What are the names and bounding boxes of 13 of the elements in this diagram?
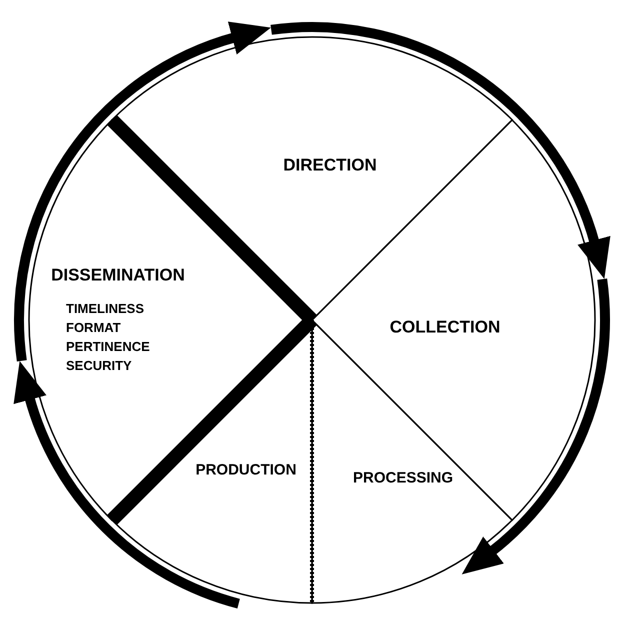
cycle-arrow (463, 278, 610, 576)
sector-title: DISSEMINATION (51, 266, 185, 284)
sector-title: PRODUCTION (196, 462, 296, 478)
criterion-item: TIMELINESS (66, 302, 144, 315)
sector-title: DIRECTION (283, 156, 377, 174)
criterion-item: FORMAT (66, 320, 121, 334)
sector-title: COLLECTION (390, 318, 500, 336)
cycle-arrow (14, 362, 240, 608)
criterion-item: SECURITY (66, 358, 132, 372)
cycle-arrow (14, 22, 270, 362)
criterion-item: PERTINENCE (66, 340, 150, 353)
sector-title: PROCESSING (352, 470, 454, 486)
cycle-arrow (270, 22, 610, 278)
